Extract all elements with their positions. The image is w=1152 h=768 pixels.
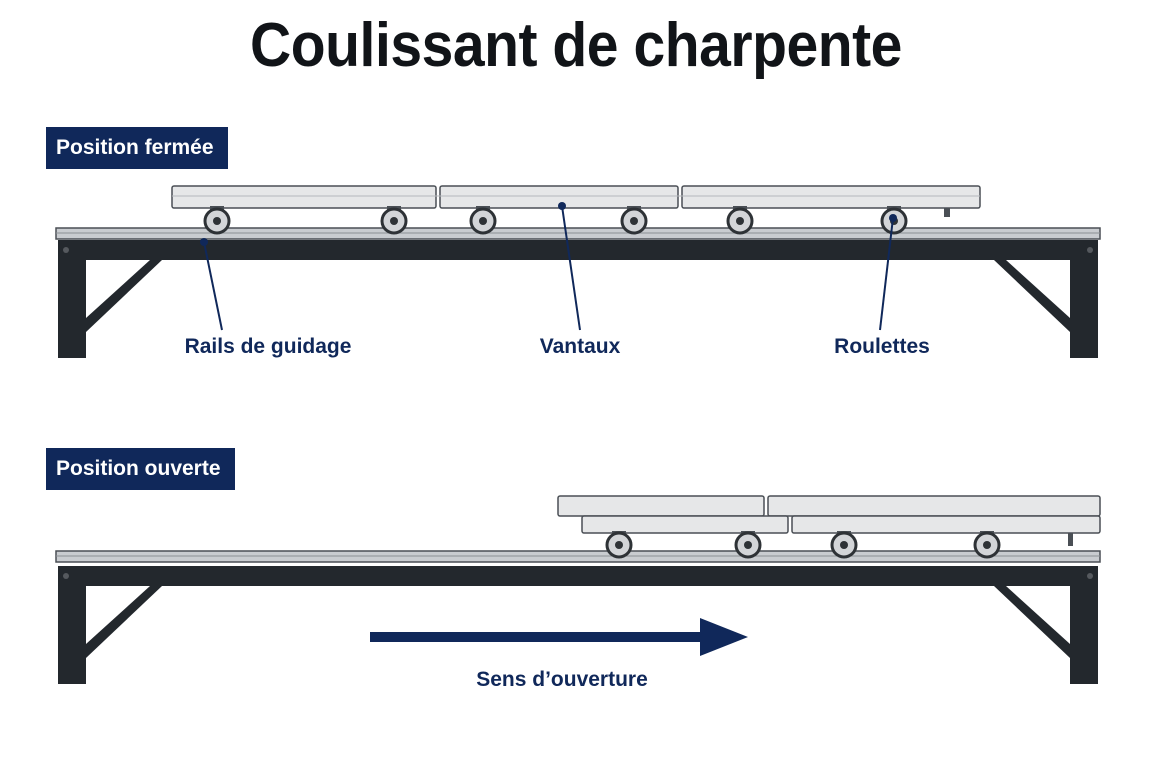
- wheel: [830, 531, 858, 559]
- open-frame: [55, 532, 1101, 684]
- wheel: [973, 531, 1001, 559]
- opening-direction-arrow: [370, 618, 748, 656]
- wheels-leader-dot: [889, 214, 897, 222]
- open-right-brace: [994, 586, 1070, 658]
- wheel: [380, 206, 408, 235]
- closed-wheels: [203, 206, 908, 235]
- arrow-head-icon: [700, 618, 748, 656]
- wheel: [726, 206, 754, 235]
- wheel: [620, 206, 648, 235]
- wheel: [469, 206, 497, 235]
- closed-beam: [58, 240, 1098, 260]
- wheel: [734, 531, 762, 559]
- open-panel-top-right: [767, 495, 1101, 517]
- open-left-brace: [86, 586, 162, 658]
- wheel: [605, 531, 633, 559]
- open-panels: [557, 495, 1101, 534]
- wheels-leader-line: [879, 217, 894, 331]
- closed-callouts: Rails de guidage Vantaux Roulettes: [185, 202, 930, 358]
- wheels-label: Roulettes: [834, 335, 930, 358]
- closed-frame: [55, 227, 1101, 358]
- panels-leader-line: [561, 205, 581, 331]
- panels-label: Vantaux: [540, 335, 621, 358]
- closed-position-badge: Position fermée: [46, 127, 228, 169]
- rails-leader-dot: [200, 238, 208, 246]
- open-panel-bottom-right: [791, 515, 1101, 534]
- open-wheels: [605, 531, 1001, 559]
- rails-leader-line: [203, 241, 223, 331]
- wheel: [203, 206, 231, 235]
- closed-panel-3: [681, 185, 981, 209]
- closed-right-brace: [994, 260, 1070, 332]
- closed-left-brace: [86, 260, 162, 332]
- open-panel-top-left: [557, 495, 765, 517]
- open-position-badge: Position ouverte: [46, 448, 235, 490]
- page-title: Coulissant de charpente: [250, 11, 902, 80]
- closed-panel-1: [171, 185, 437, 209]
- open-panel-bottom-left: [581, 515, 789, 534]
- rails-label: Rails de guidage: [185, 335, 352, 358]
- open-beam: [58, 566, 1098, 586]
- closed-panels: [171, 185, 981, 217]
- panels-leader-dot: [558, 202, 566, 210]
- arrow-shaft: [370, 632, 708, 642]
- opening-direction-label: Sens d’ouverture: [476, 668, 648, 691]
